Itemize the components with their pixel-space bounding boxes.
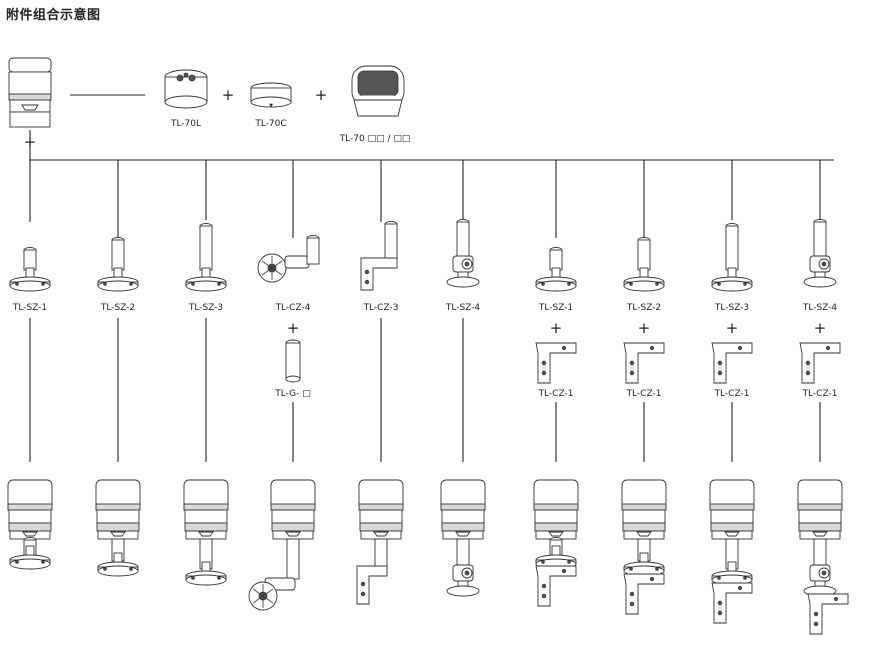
plus-sign: + [287, 319, 300, 337]
accessory-label: TL-SZ-1 [12, 303, 47, 313]
sub-accessory-image [711, 342, 753, 384]
sub-accessory-image [623, 342, 665, 384]
base-part-image [164, 69, 208, 109]
accessory-image [623, 237, 665, 292]
accessory-column: TL-SZ-2 + TL-CZ-1 [621, 160, 667, 615]
accessory-label: TL-SZ-1 [538, 303, 573, 313]
base-part-label: TL-70L [170, 119, 201, 129]
accessory-column: TL-SZ-3 + TL-CZ-1 [709, 160, 755, 624]
accessory-image [9, 247, 51, 292]
assembled-light [797, 479, 849, 635]
sub-accessory-image [285, 339, 301, 383]
accessory-label: TL-SZ-2 [100, 303, 135, 313]
top-lamp-assembly [8, 57, 52, 128]
accessory-label: TL-SZ-4 [802, 303, 838, 313]
accessory-label: TL-CZ-4 [275, 303, 311, 313]
cap-part-label: TL-70C [254, 119, 286, 129]
accessory-image [535, 247, 577, 292]
accessory-image [257, 235, 320, 283]
accessory-label: TL-SZ-3 [188, 303, 223, 313]
accessory-label: TL-SZ-3 [714, 303, 749, 313]
accessory-image [803, 219, 837, 288]
accessory-label: TL-CZ-3 [363, 303, 399, 313]
plus-sign: + [222, 86, 235, 104]
accessory-column: TL-CZ-4 + TL-G- □ [248, 160, 320, 611]
plus-sign: + [726, 319, 739, 337]
accessory-label: TL-SZ-4 [445, 303, 481, 313]
svg-text:▼: ▼ [269, 103, 273, 109]
accessory-column: TL-SZ-4 + TL-CZ-1 [797, 160, 849, 635]
assembled-light [95, 479, 141, 577]
assembled-light [533, 479, 579, 607]
accessory-column: TL-SZ-3 [183, 160, 229, 586]
assembled-light [709, 479, 755, 624]
sub-accessory-label: TL-CZ-1 [802, 389, 838, 399]
assembled-light [621, 479, 667, 615]
accessory-image [185, 223, 227, 292]
plus-sign: + [315, 86, 328, 104]
module-part-label: TL-70 □□ / □□ [339, 134, 411, 144]
accessory-image [711, 223, 753, 292]
plus-sign: + [814, 319, 827, 337]
assembled-light [356, 479, 404, 605]
assembled-light [440, 479, 486, 597]
accessory-column: TL-SZ-4 [440, 160, 486, 597]
sub-accessory-label: TL-CZ-1 [714, 389, 750, 399]
module-part-image [351, 65, 405, 117]
accessory-column: TL-SZ-2 [95, 160, 141, 577]
accessory-image [97, 237, 139, 292]
assembled-light [183, 479, 229, 586]
accessory-column: TL-CZ-3 [356, 160, 404, 605]
accessory-column: TL-SZ-1 + TL-CZ-1 [533, 160, 579, 607]
assembled-light [7, 479, 53, 570]
sub-accessory-image [535, 342, 577, 384]
accessory-label: TL-SZ-2 [626, 303, 661, 313]
sub-accessory-label: TL-G- □ [274, 389, 311, 399]
sub-accessory-label: TL-CZ-1 [626, 389, 662, 399]
sub-accessory-image [799, 342, 841, 384]
assembled-light [248, 479, 316, 611]
accessory-column: TL-SZ-1 [7, 247, 53, 570]
cap-part-image: ▼ [250, 82, 292, 109]
sub-accessory-label: TL-CZ-1 [538, 389, 574, 399]
diagram-title: 附件组合示意图 [6, 8, 101, 23]
accessory-image [446, 219, 480, 288]
plus-sign: + [550, 319, 563, 337]
plus-sign: + [638, 319, 651, 337]
accessory-image [360, 221, 398, 291]
